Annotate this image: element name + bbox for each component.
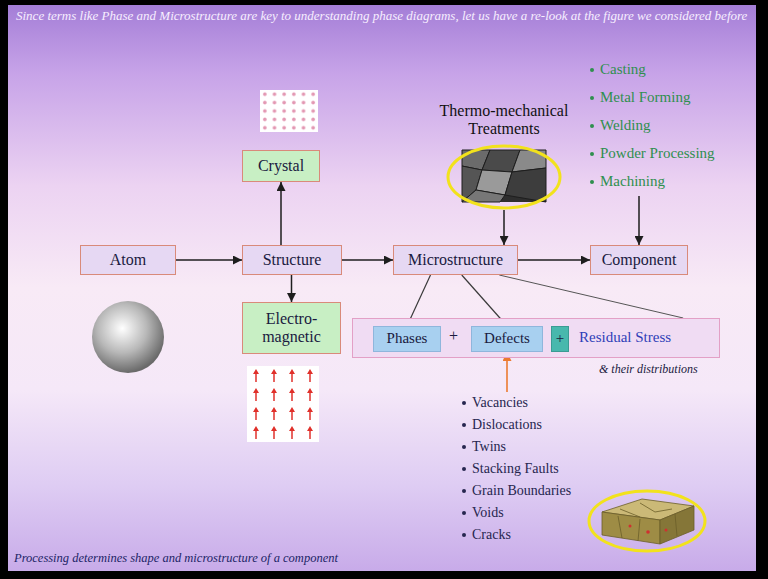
list-text: Twins [472, 439, 506, 455]
bullet-dot [590, 180, 594, 184]
list-text: Cracks [472, 527, 511, 543]
list-item: Powder Processing [590, 140, 740, 168]
node-label: Structure [263, 251, 322, 269]
bullet-dot [462, 445, 466, 449]
list-text: Dislocations [472, 417, 542, 433]
list-item: Vacancies [462, 392, 602, 414]
node-label: Crystal [258, 157, 304, 175]
connector-arrow [503, 210, 505, 245]
red-dot [665, 529, 668, 532]
list-item: Dislocations [462, 414, 602, 436]
list-item: Machining [590, 168, 740, 196]
defect-box: Defects [471, 326, 543, 352]
connector-arrow [176, 259, 242, 261]
list-text: Stacking Faults [472, 461, 559, 477]
list-item: Stacking Faults [462, 458, 602, 480]
plus-box: + [551, 326, 569, 352]
bullet-dot [462, 533, 466, 537]
grain-lines [618, 503, 677, 541]
list-text: Voids [472, 505, 504, 521]
grain [505, 168, 546, 202]
node-label: Electro- magnetic [250, 310, 333, 347]
node-label: Thermo-mechanical Treatments [436, 102, 572, 139]
list-item: Voids [462, 502, 602, 524]
slide-caption: Processing determines shape and microstr… [14, 551, 338, 566]
list-text: Casting [600, 61, 646, 78]
micrograph [462, 150, 546, 202]
connector-arrow [280, 182, 282, 245]
list-item: Welding [590, 112, 740, 140]
connector-line [499, 275, 683, 318]
bullet-dot [462, 489, 466, 493]
bullet-dot [590, 96, 594, 100]
treatment-caption: Thermo-mechanical Treatments [436, 102, 572, 210]
lattice-panel [260, 90, 318, 132]
connector-arrow [638, 196, 640, 245]
atom-sphere [92, 301, 164, 373]
bullet-dot [590, 152, 594, 156]
micrograph-ground [462, 150, 546, 202]
block-side [660, 506, 694, 544]
band-text: & their distributions [599, 363, 698, 377]
list-item: Grain Boundaries [462, 480, 602, 502]
band-text: Residual Stress [579, 329, 671, 346]
connector-arrow [506, 352, 508, 392]
component-box: Component [590, 245, 688, 275]
connector-arrow [342, 259, 393, 261]
spin-arrows [247, 366, 319, 442]
list-item: Metal Forming [590, 84, 740, 112]
highlight-ellipse [589, 491, 705, 551]
crystal-box: Crystal [242, 150, 320, 182]
microstructure-box: Microstructure [393, 245, 518, 275]
list-text: Metal Forming [600, 89, 690, 106]
list-text: Grain Boundaries [472, 483, 571, 499]
defect-list: VacanciesDislocationsTwinsStacking Fault… [462, 392, 602, 546]
node-label: Defects [484, 330, 530, 347]
lattice-dots [260, 90, 318, 132]
bullet-dot [462, 401, 466, 405]
bullet-dot [462, 467, 466, 471]
atom-box: Atom [80, 245, 176, 275]
bullet-dot [462, 511, 466, 515]
bullet-dot [462, 423, 466, 427]
node-label: Phases [387, 330, 428, 347]
node-label: Component [602, 251, 677, 269]
connector-arrow [518, 259, 590, 261]
list-item: Cracks [462, 524, 602, 546]
list-text: Machining [600, 173, 665, 190]
slide-title: Since terms like Phase and Microstructur… [16, 8, 752, 24]
structure-box: Structure [242, 245, 342, 275]
connector-arrow [291, 275, 293, 302]
list-text: Powder Processing [600, 145, 715, 162]
band-text: + [449, 327, 458, 345]
red-dot [629, 525, 632, 528]
electromagnetic-box: Electro- magnetic [242, 302, 341, 354]
grain-block [602, 499, 694, 544]
list-item: Twins [462, 436, 602, 458]
bullet-dot [590, 124, 594, 128]
list-item: Casting [590, 56, 740, 84]
node-label: + [556, 330, 564, 347]
red-dot [646, 530, 650, 534]
bullet-dot [590, 68, 594, 72]
node-label: Microstructure [408, 251, 503, 269]
microstructure-band: +Residual Stress& their distributionsPha… [352, 318, 720, 358]
node-label: Atom [110, 251, 146, 269]
process-list: CastingMetal FormingWeldingPowder Proces… [590, 56, 740, 196]
list-text: Welding [600, 117, 650, 134]
highlight-ellipse [448, 146, 560, 208]
spin-panel [247, 366, 319, 442]
list-text: Vacancies [472, 395, 528, 411]
phase-box: Phases [373, 326, 441, 352]
block-front [602, 512, 660, 544]
